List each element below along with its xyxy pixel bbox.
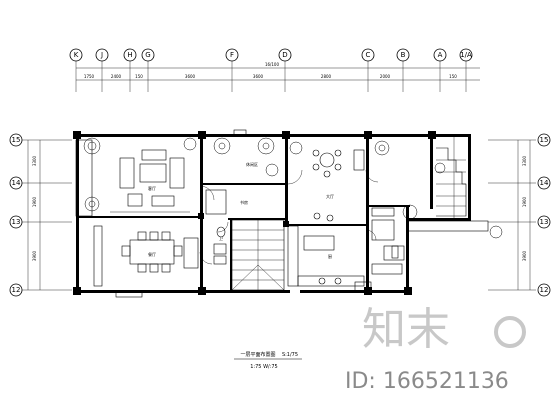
room-label-hall: 大厅 <box>326 193 334 199</box>
dimension-label: 3900 <box>522 250 527 261</box>
drawing-scale: S:1/75 <box>282 352 298 358</box>
svg-text:14: 14 <box>540 179 549 187</box>
right-axis-bubbles: 15 14 13 12 <box>537 133 551 297</box>
axis-bubble-top: F <box>225 48 239 62</box>
axis-bubble-top: B <box>396 48 410 62</box>
svg-text:K: K <box>74 51 79 59</box>
svg-text:F: F <box>230 51 234 59</box>
svg-text:12: 12 <box>540 286 549 294</box>
top-axis-bubbles: K J H G F D C B A 1/A <box>69 48 473 66</box>
drawing-subtitle: 1:75 W/:75 <box>250 364 278 370</box>
svg-text:15: 15 <box>12 136 21 144</box>
svg-text:13: 13 <box>12 218 21 226</box>
dimension-label: 3300 <box>32 155 37 166</box>
dimension-label: 150 <box>135 74 143 79</box>
watermark-logo-mark <box>494 316 526 348</box>
axis-bubble-top: 1/A <box>459 48 473 62</box>
svg-text:1/A: 1/A <box>460 51 472 59</box>
axis-bubble-right: 13 <box>537 215 551 229</box>
axis-bubble-left: 14 <box>9 176 23 190</box>
plants <box>83 137 503 239</box>
dimension-label: 1900 <box>32 196 37 207</box>
dimension-label: 2800 <box>321 74 332 79</box>
kitchen-wc-fixtures <box>205 189 405 287</box>
axis-bubble-left: 13 <box>9 215 23 229</box>
top-dimension-labels: 16/100 1750 2400 150 3600 3600 2800 2000 150 <box>84 62 457 79</box>
svg-text:H: H <box>127 51 132 59</box>
dimension-label: 1750 <box>84 74 95 79</box>
top-dimension-lines <box>75 66 480 92</box>
axis-bubble-right: 12 <box>537 283 551 297</box>
lounge-furniture <box>312 149 365 222</box>
room-label-wc: 卫 <box>219 236 223 241</box>
axis-bubble-left: 12 <box>9 283 23 297</box>
dining-furniture <box>121 231 199 273</box>
axis-bubble-left: 15 <box>9 133 23 147</box>
left-axis-bubbles: 15 14 13 12 <box>9 133 23 297</box>
window-outlines <box>75 129 489 298</box>
doors <box>199 169 379 265</box>
drawing-title: 一层平面布置图 <box>240 351 275 358</box>
svg-text:13: 13 <box>540 218 549 226</box>
watermark: 知末 ID: 166521136 <box>345 304 526 394</box>
svg-text:A: A <box>438 51 443 59</box>
axis-bubble-top: A <box>433 48 447 62</box>
dimension-total: 16/100 <box>265 62 280 67</box>
room-label-dining: 餐厅 <box>148 251 156 257</box>
dimension-label: 3600 <box>253 74 264 79</box>
axis-bubble-top: C <box>361 48 375 62</box>
svg-text:15: 15 <box>540 136 549 144</box>
room-label-living: 客厅 <box>148 185 156 191</box>
drawing-title-block: 一层平面布置图 S:1/75 1:75 W/:75 <box>234 351 302 370</box>
walls <box>73 131 471 295</box>
side-dimension-labels: 3300 1900 3900 3300 1900 3900 <box>32 155 527 261</box>
svg-text:B: B <box>401 51 406 59</box>
room-label-kitchen: 厨 <box>328 253 332 259</box>
svg-text:G: G <box>145 51 150 59</box>
axis-bubble-top: H <box>123 48 137 62</box>
watermark-logo: 知末 <box>362 304 450 355</box>
dimension-label: 3900 <box>32 250 37 261</box>
living-room-furniture <box>110 149 190 213</box>
svg-text:J: J <box>100 51 103 59</box>
axis-bubble-top: D <box>278 48 292 62</box>
dimension-label: 1900 <box>522 196 527 207</box>
dimension-label: 2400 <box>111 74 122 79</box>
stairs <box>231 147 467 291</box>
svg-text:D: D <box>282 51 287 59</box>
axis-bubble-top: J <box>95 48 109 62</box>
axis-bubble-top: G <box>141 48 155 62</box>
dimension-label: 150 <box>449 74 457 79</box>
svg-text:12: 12 <box>12 286 21 294</box>
dimension-label: 2000 <box>380 74 391 79</box>
svg-text:14: 14 <box>12 179 21 187</box>
room-label-study: 书房 <box>240 199 248 205</box>
room-label-lounge: 休闲区 <box>246 161 258 167</box>
side-dimension-lines <box>22 139 536 291</box>
axis-bubble-right: 15 <box>537 133 551 147</box>
axis-bubble-top: K <box>69 48 83 62</box>
svg-text:C: C <box>366 51 371 59</box>
axis-bubble-right: 14 <box>537 176 551 190</box>
watermark-id: ID: 166521136 <box>345 369 509 394</box>
dimension-label: 3300 <box>522 155 527 166</box>
dimension-label: 3600 <box>185 74 196 79</box>
